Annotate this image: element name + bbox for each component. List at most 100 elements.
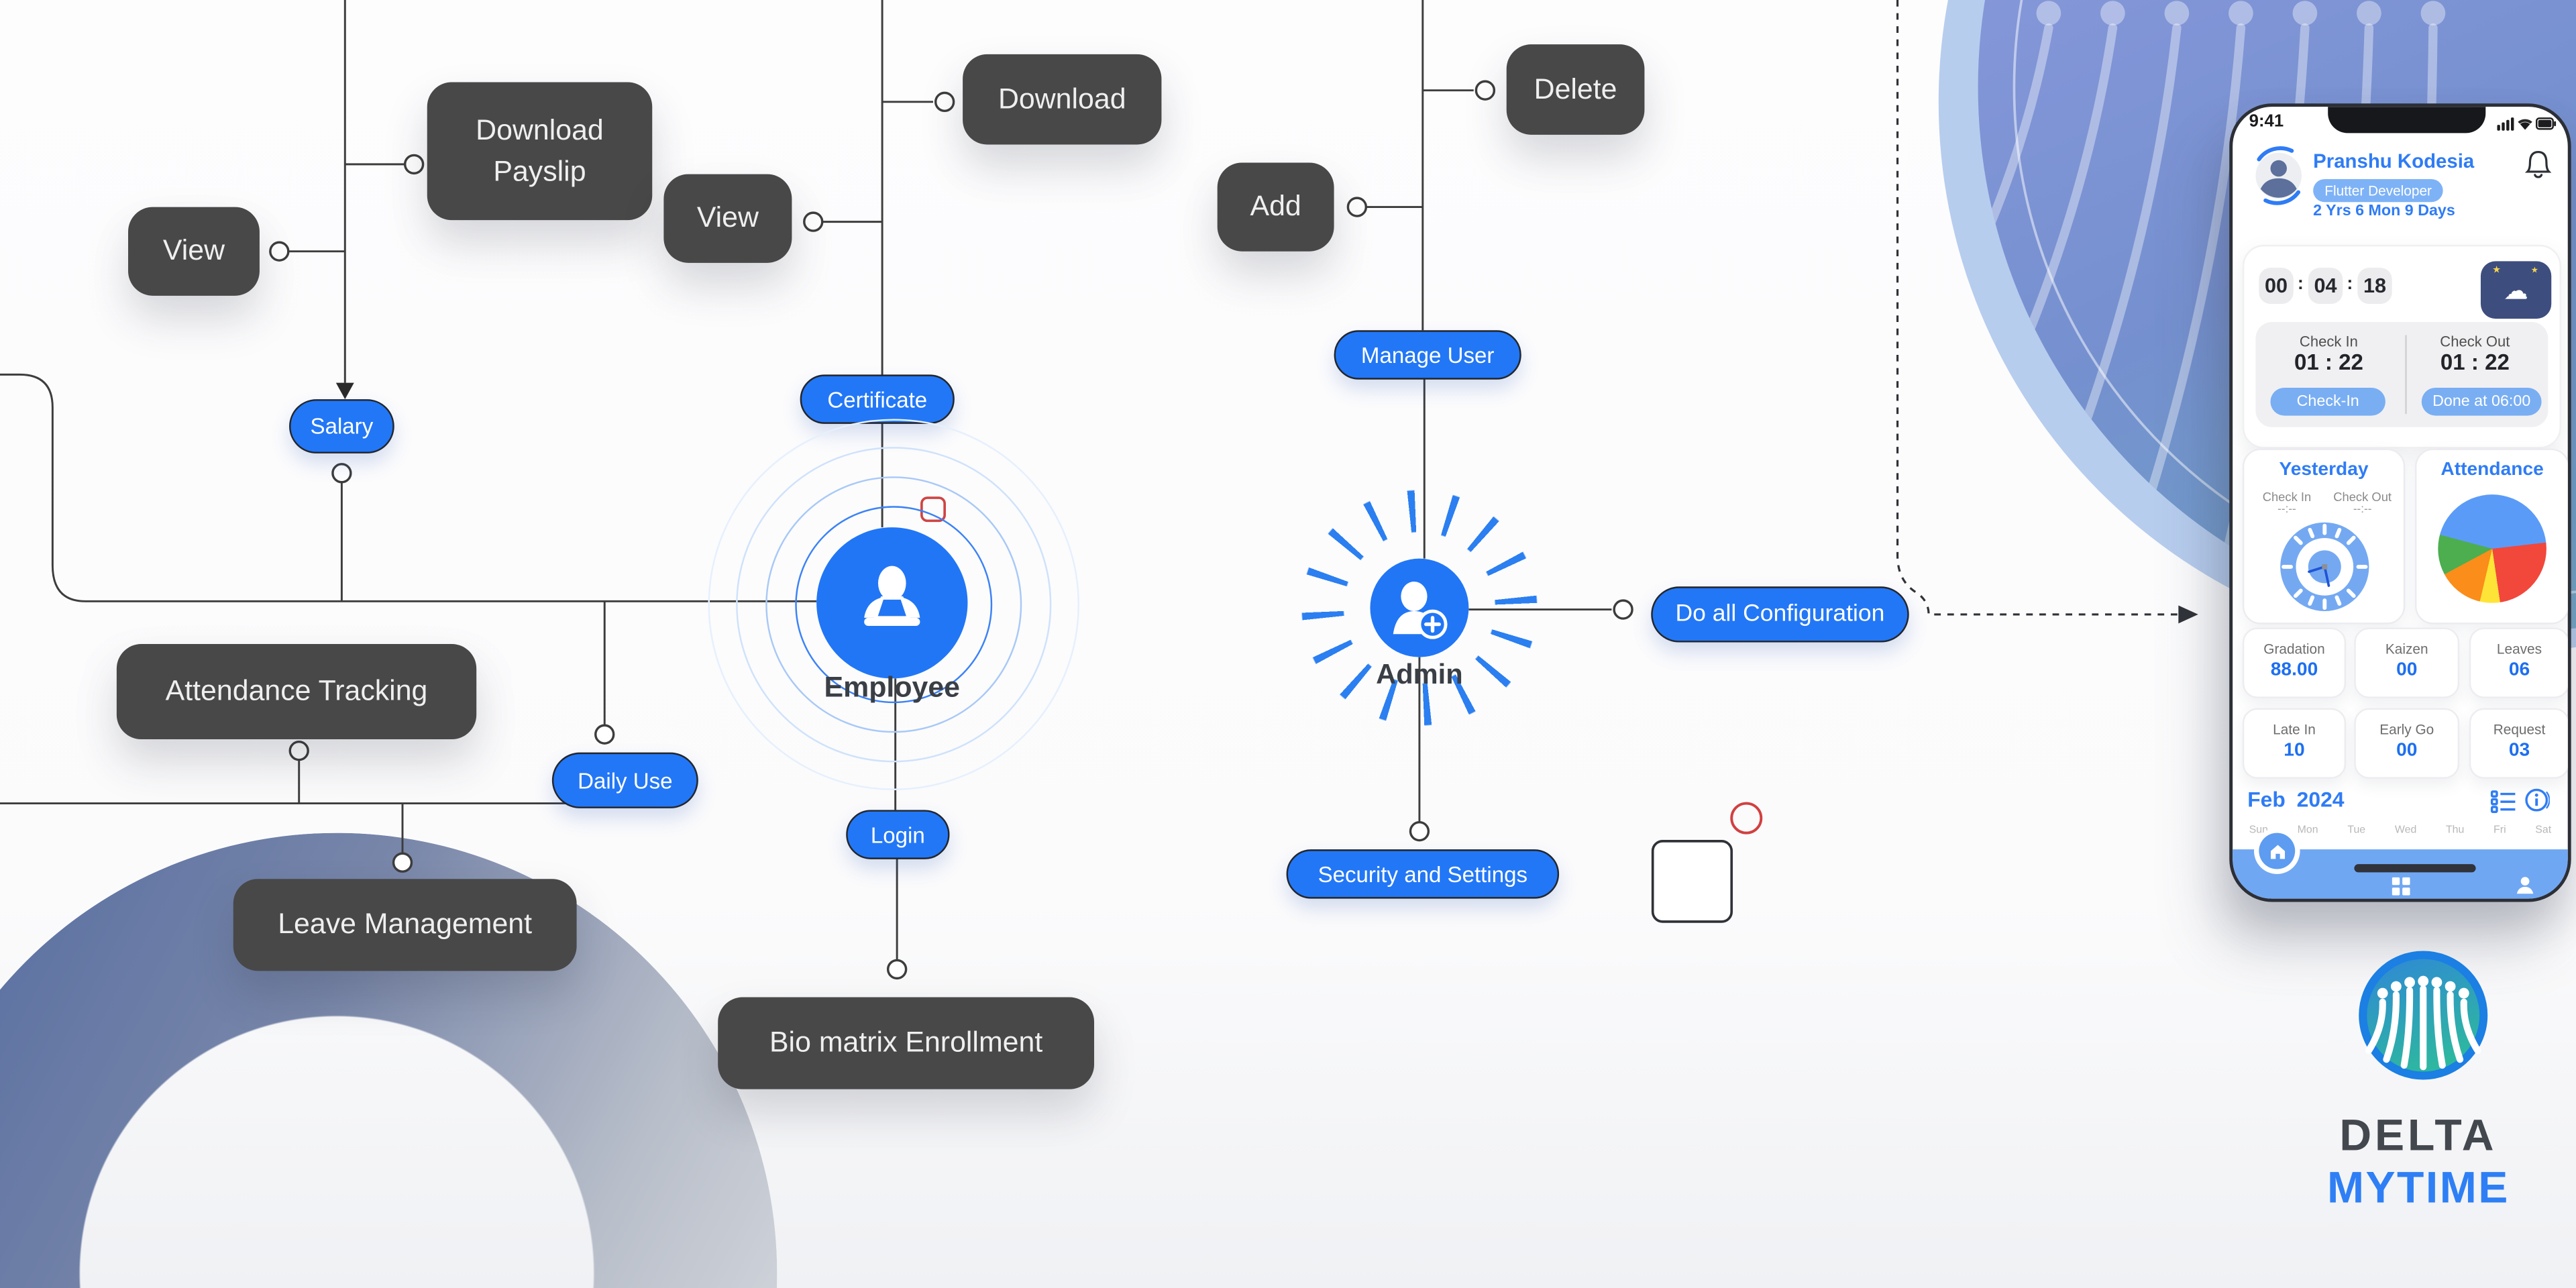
avatar [2255,146,2302,205]
flow-pill-login: Login [846,810,950,859]
timer-seconds: 18 [2357,268,2392,305]
empty-square-node [1651,840,1733,923]
stat-early-go: Early Go 00 [2354,708,2460,779]
y-check-out-time: --:-- [2353,504,2372,516]
employee-node [816,527,968,679]
bottom-nav [2233,828,2568,899]
stat-value: 06 [2508,660,2530,680]
status-icons [2497,117,2557,131]
list-view-icon[interactable] [2490,790,2517,814]
flow-pill-label: Login [870,822,925,847]
calendar-year[interactable]: 2024 [2296,787,2345,812]
check-in-button[interactable]: Check-In [2270,387,2385,416]
flow-box-label: Download Payslip [476,113,604,188]
home-indicator [2354,864,2476,873]
stat-label: Early Go [2379,721,2434,738]
stat-request: Request 03 [2469,708,2568,779]
weekday: Wed [2394,824,2417,837]
flow-pill-daily-use: Daily Use [551,752,698,808]
stat-label: Request [2493,721,2546,738]
arrowhead-phone [2178,605,2198,624]
check-card: Check In 01 : 22 Check-In Check Out 01 :… [2255,322,2548,427]
check-out-value: 01 : 22 [2440,350,2510,375]
flow-box-view-2: View [663,174,792,263]
check-in-block: Check In 01 : 22 [2255,333,2402,374]
flow-box-label: Leave Management [278,907,533,941]
flow-box-attendance-tracking: Attendance Tracking [116,644,477,740]
home-icon [2259,833,2296,869]
clock-graphic [2280,522,2369,612]
weekday: Sat [2535,824,2552,837]
employee-ring-4 [708,419,1079,790]
status-time: 9:41 [2249,111,2284,131]
flow-box-leave-management: Leave Management [233,879,577,971]
info-icon[interactable] [2524,787,2550,813]
flow-box-add: Add [1217,162,1334,252]
stat-value: 88.00 [2270,660,2318,680]
timer-minutes: 04 [2308,268,2343,305]
admin-label: Admin [1376,659,1463,690]
delta-logo [2359,951,2488,1080]
logo-text-delta: DELTA [2339,1110,2498,1160]
attendance-pie [2438,494,2546,603]
stat-value: 10 [2284,741,2305,761]
flow-pill-certificate: Certificate [800,374,955,424]
flow-pill-label: Do all Configuration [1675,601,1885,628]
home-tab[interactable] [2254,828,2300,874]
weekday-row: Sun Mon Tue Wed Thu Fri Sat [2233,824,2568,836]
flow-box-label: View [696,201,759,234]
timer-sep: : [2297,274,2304,294]
attendance-title: Attendance [2440,460,2544,480]
dashed-config-connector [1896,0,2179,616]
weekday: Tue [2347,824,2366,837]
flow-box-label: Attendance Tracking [165,674,428,707]
profile-tenure: 2 Yrs 6 Mon 9 Days [2313,202,2455,221]
flow-box-download: Download [963,54,1162,145]
admin-add-user-icon [1393,581,1448,639]
check-in-label: Check In [2299,333,2358,350]
flow-pill-security-settings: Security and Settings [1286,849,1560,899]
timer-card: 00 : 04 : 18 ☁★★ Check In 01 : 22 Check-… [2242,244,2561,449]
cloud-glyph: ☁★★ [2492,265,2538,305]
admin-node [1370,558,1469,657]
stat-label: Leaves [2496,641,2542,657]
check-out-label: Check Out [2440,333,2510,350]
profile-name: Pranshu Kodesia [2313,149,2475,173]
flow-box-label: Delete [1534,72,1617,105]
flow-pill-manage-user: Manage User [1334,330,1521,380]
y-check-in-time: --:-- [2277,504,2296,516]
check-out-button[interactable]: Done at 06:00 [2421,387,2542,416]
flow-box-label: Add [1250,189,1301,223]
weekday: Thu [2445,824,2465,837]
timer-hours: 00 [2259,268,2294,305]
arrowhead-salary [335,382,354,400]
y-check-in-label: Check In [2262,489,2312,504]
check-divider [2405,335,2407,415]
flow-box-download-payslip: Download Payslip [427,82,653,221]
profile-tab-icon[interactable] [2515,875,2534,895]
stat-label: Gradation [2263,641,2325,657]
stat-value: 00 [2396,660,2418,680]
calendar-month[interactable]: Feb [2247,787,2286,812]
stat-gradation: Gradation 88.00 [2242,627,2347,698]
flow-box-label: Bio matrix Enrollment [769,1025,1043,1059]
stat-leaves: Leaves 06 [2469,627,2568,698]
profile-role-badge: Flutter Developer [2313,174,2444,204]
flow-pill-label: Certificate [827,386,928,412]
flow-pill-label: Manage User [1360,342,1495,368]
flow-box-label: View [162,233,225,267]
stat-value: 00 [2396,741,2418,761]
red-circle-marker [1730,802,1763,835]
flow-box-view-1: View [128,207,260,296]
grid-tab-icon[interactable] [2392,877,2410,896]
bell-icon[interactable] [2525,150,2552,179]
flow-box-label: Download [998,81,1126,115]
yesterday-card: Yesterday Check In Check Out --:-- --:-- [2242,448,2406,625]
flow-pill-salary: Salary [289,399,394,453]
stat-value: 03 [2508,741,2530,761]
timer-sep: : [2347,274,2353,294]
check-in-value: 01 : 22 [2294,350,2363,375]
